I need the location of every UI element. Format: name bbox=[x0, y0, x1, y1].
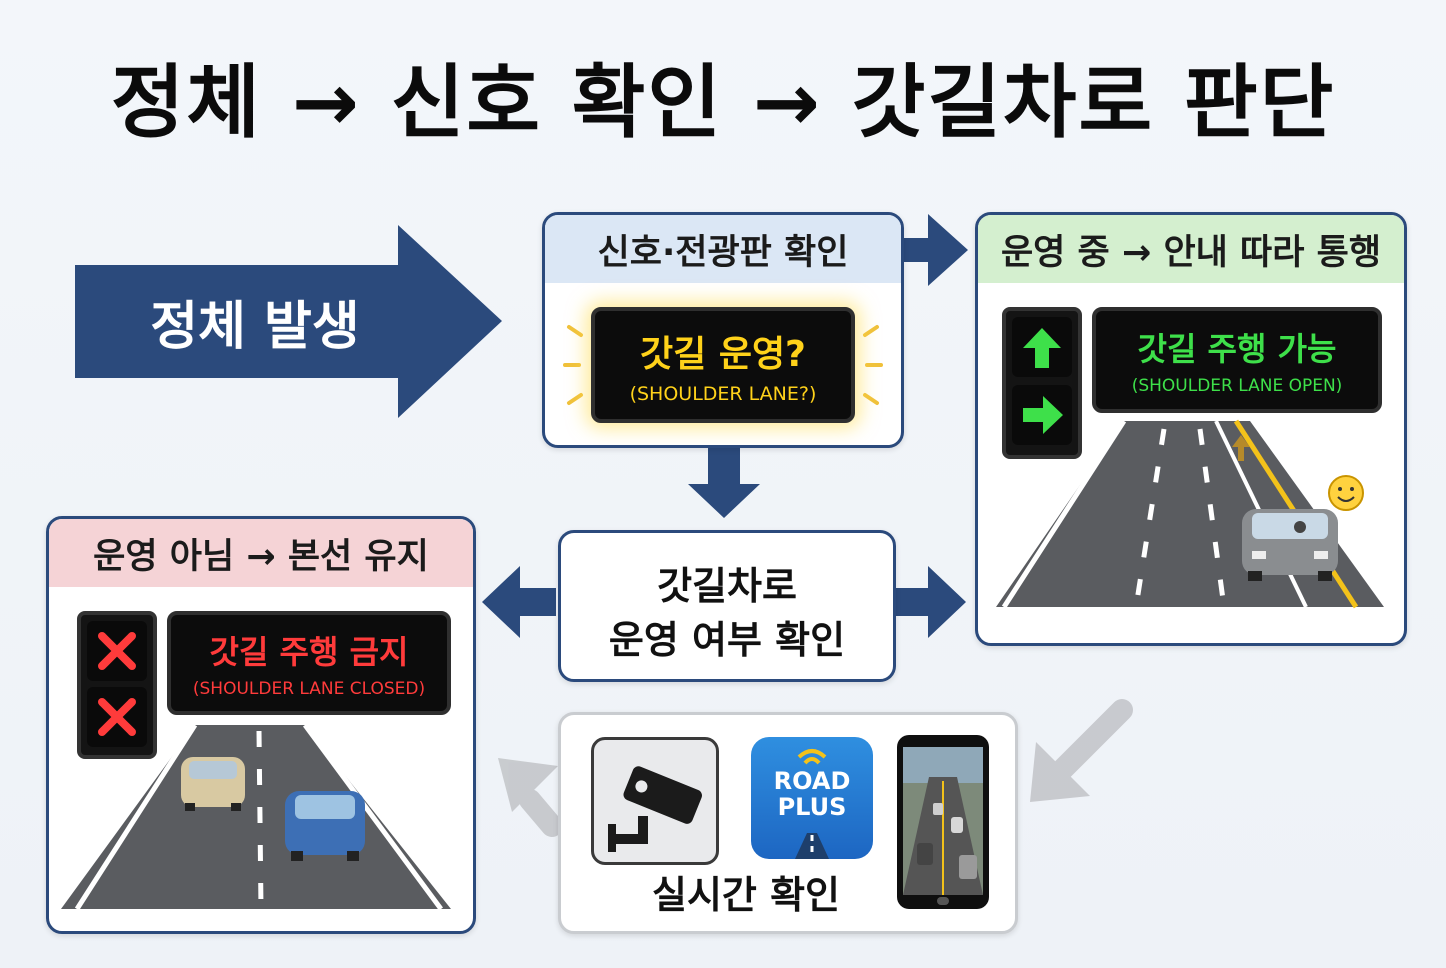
up-arrow-signal-icon bbox=[1012, 317, 1072, 377]
smartphone-icon bbox=[897, 735, 989, 909]
x-signal-icon bbox=[87, 687, 147, 747]
green-arrow-signal bbox=[1002, 307, 1082, 459]
board-closed-subtext: (SHOULDER LANE CLOSED) bbox=[192, 679, 426, 699]
road-plus-app-icon: ROAD PLUS bbox=[751, 737, 873, 859]
board-query-text: 갓길 운영? bbox=[640, 334, 806, 375]
shoulder-closed-board: 갓길 주행 금지 (SHOULDER LANE CLOSED) bbox=[167, 611, 451, 715]
check-signs-box: 신호·전광판 확인 갓길 운영? (SHOULDER LANE?) bbox=[542, 212, 904, 448]
decision-box: 갓길차로 운영 여부 확인 bbox=[558, 530, 896, 682]
arrow-into-realtime bbox=[1030, 699, 1133, 802]
shoulder-open-board: 갓길 주행 가능 (SHOULDER LANE OPEN) bbox=[1092, 307, 1382, 413]
decision-line1: 갓길차로 bbox=[657, 564, 797, 608]
arrow-decision-to-closed bbox=[482, 566, 556, 638]
closed-road-scene bbox=[61, 723, 451, 911]
board-closed-text: 갓길 주행 금지 bbox=[209, 633, 409, 671]
board-query-subtext: (SHOULDER LANE?) bbox=[629, 383, 817, 405]
check-signs-header: 신호·전광판 확인 bbox=[545, 215, 901, 283]
operating-header: 운영 중 → 안내 따라 통행 bbox=[978, 215, 1404, 283]
arrow-check-to-open bbox=[902, 214, 968, 286]
open-road-scene bbox=[996, 419, 1384, 609]
shoulder-lane-query-board: 갓길 운영? (SHOULDER LANE?) bbox=[591, 307, 855, 423]
arrow-realtime-to-closed bbox=[498, 758, 563, 837]
board-open-subtext: (SHOULDER LANE OPEN) bbox=[1131, 376, 1343, 396]
app-name-line1: ROAD bbox=[773, 767, 851, 795]
start-arrow-label: 정체 발생 bbox=[150, 297, 360, 357]
not-operating-header: 운영 아님 → 본선 유지 bbox=[49, 519, 473, 587]
decision-line2: 운영 여부 확인 bbox=[608, 618, 846, 662]
page-title: 정체 → 신호 확인 → 갓길차로 판단 bbox=[110, 56, 1336, 149]
glow-rays bbox=[563, 325, 883, 405]
beige-car bbox=[181, 757, 245, 811]
x-signal-icon bbox=[87, 621, 147, 681]
cctv-camera-icon bbox=[591, 737, 719, 865]
not-operating-box: 운영 아님 → 본선 유지 갓길 주행 금지 (SHOULDER LANE CL… bbox=[46, 516, 476, 934]
realtime-label: 실시간 확인 bbox=[651, 872, 841, 917]
realtime-check-box: ROAD PLUS 실시간 확인 bbox=[558, 712, 1018, 934]
shoulder-arrow-marking bbox=[1232, 435, 1250, 461]
red-x-signal bbox=[77, 611, 157, 759]
arrow-decision-to-open bbox=[892, 566, 966, 638]
arrow-check-to-decision bbox=[688, 446, 760, 518]
operating-box: 운영 중 → 안내 따라 통행 갓길 주행 가능 (SHO bbox=[975, 212, 1407, 646]
board-open-text: 갓길 주행 가능 bbox=[1137, 330, 1337, 368]
open-lane-car bbox=[1242, 509, 1338, 581]
right-arrow-signal-icon bbox=[1012, 385, 1072, 445]
start-arrow-shape bbox=[75, 225, 502, 418]
smiley-icon bbox=[1328, 475, 1364, 511]
blue-car bbox=[285, 791, 365, 861]
app-name-line2: PLUS bbox=[777, 793, 847, 821]
